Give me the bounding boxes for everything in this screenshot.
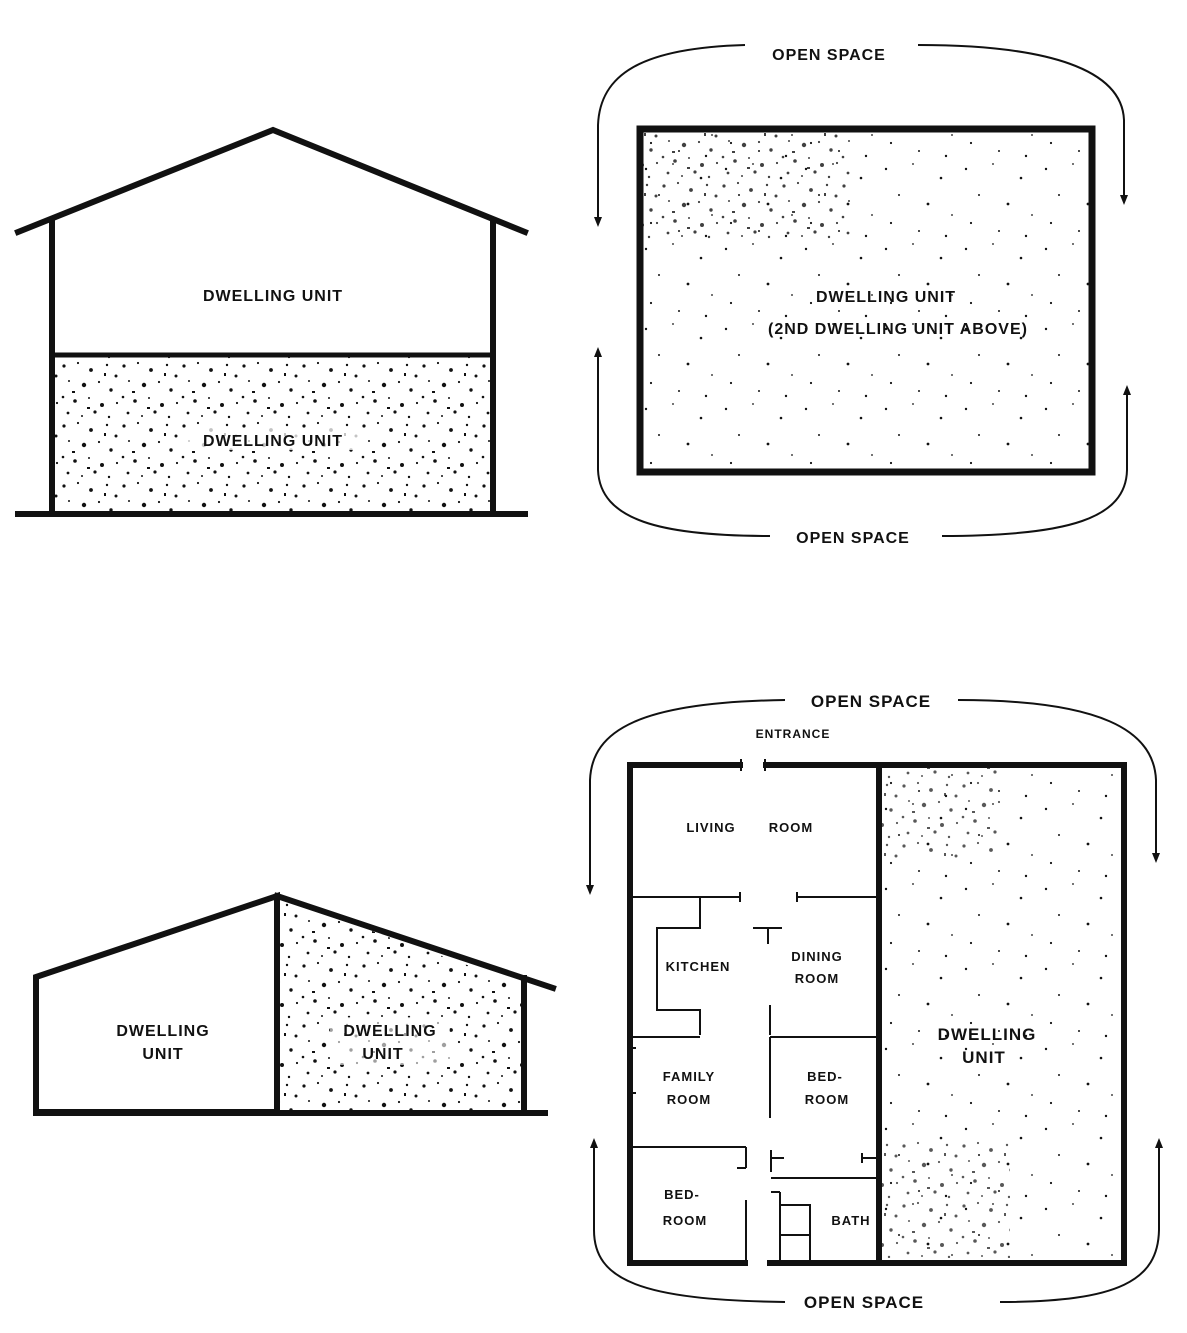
plan-arrow-top-left: [586, 699, 786, 895]
kitchen-counter: [656, 898, 701, 1035]
label-bed2-2: ROOM: [663, 1213, 707, 1228]
right-unit-label-2: UNIT: [362, 1046, 403, 1063]
label-bed1-2: ROOM: [805, 1092, 849, 1107]
label-bed1-1: BED-: [807, 1069, 843, 1084]
unit-label: DWELLING UNIT: [816, 289, 956, 306]
unit-sublabel: (2ND DWELLING UNIT ABOVE): [768, 321, 1028, 338]
plan-open-space-bottom: OPEN SPACE: [804, 1293, 924, 1312]
left-unit-label-2: UNIT: [142, 1046, 183, 1063]
side-by-side-section: DWELLING UNIT DWELLING UNIT: [33, 891, 557, 1116]
label-dining-2: ROOM: [795, 971, 839, 986]
plan-arrow-bottom-left: [590, 1138, 786, 1303]
label-neighbour-unit-2: UNIT: [962, 1048, 1006, 1067]
lower-label-backdrop: [180, 428, 366, 450]
label-living: LIVING: [686, 820, 735, 835]
open-space-arrow-bottom-left: [594, 347, 771, 537]
right-label-backdrop: [330, 1017, 450, 1065]
left-unit-label-1: DWELLING: [116, 1023, 209, 1040]
label-bed2-1: BED-: [664, 1187, 700, 1202]
open-space-bottom: OPEN SPACE: [796, 530, 910, 547]
plan-open-space-top: OPEN SPACE: [811, 692, 931, 711]
shed-roof-right: [273, 892, 557, 992]
label-living-room: ROOM: [769, 820, 813, 835]
right-unit-label-1: DWELLING: [343, 1023, 436, 1040]
label-dining-1: DINING: [791, 949, 843, 964]
plan-arrow-top-right: [957, 699, 1160, 863]
right-unit-shading: [277, 897, 523, 1111]
outer-wall-top-left: [627, 762, 748, 1266]
label-kitchen: KITCHEN: [666, 959, 731, 974]
lower-unit-label: DWELLING UNIT: [203, 433, 343, 450]
label-family-2: ROOM: [667, 1092, 711, 1107]
unit-shading-heavy: [642, 131, 852, 241]
label-neighbour-unit-1: DWELLING: [938, 1025, 1037, 1044]
upper-unit-label: DWELLING UNIT: [203, 288, 343, 305]
outer-wall-top-right: [763, 762, 1127, 1266]
label-entrance: ENTRANCE: [756, 727, 831, 741]
open-space-top: OPEN SPACE: [772, 47, 886, 64]
open-space-arrow-bottom-right: [941, 385, 1131, 537]
neighbour-unit-shading-heavy-bottom: [880, 1140, 1010, 1258]
label-bath: BATH: [831, 1213, 870, 1228]
neighbour-unit-shading-heavy-top: [880, 768, 1000, 858]
open-space-arrow-top-left: [594, 44, 746, 227]
single-unit-plan: DWELLING UNIT (2ND DWELLING UNIT ABOVE) …: [594, 44, 1131, 547]
left-unit-outline: [33, 891, 280, 1115]
open-space-arrow-top-right: [917, 44, 1128, 205]
two-storey-section: DWELLING UNIT DWELLING UNIT: [14, 126, 529, 517]
plan-arrow-bottom-right: [999, 1138, 1163, 1303]
label-family-1: FAMILY: [663, 1069, 715, 1084]
detailed-floor-plan: ENTRANCE LIVING ROOM KITCHEN DINING ROOM…: [586, 692, 1163, 1312]
unit-outline: [636, 125, 1096, 476]
gable-roof: [14, 126, 529, 236]
